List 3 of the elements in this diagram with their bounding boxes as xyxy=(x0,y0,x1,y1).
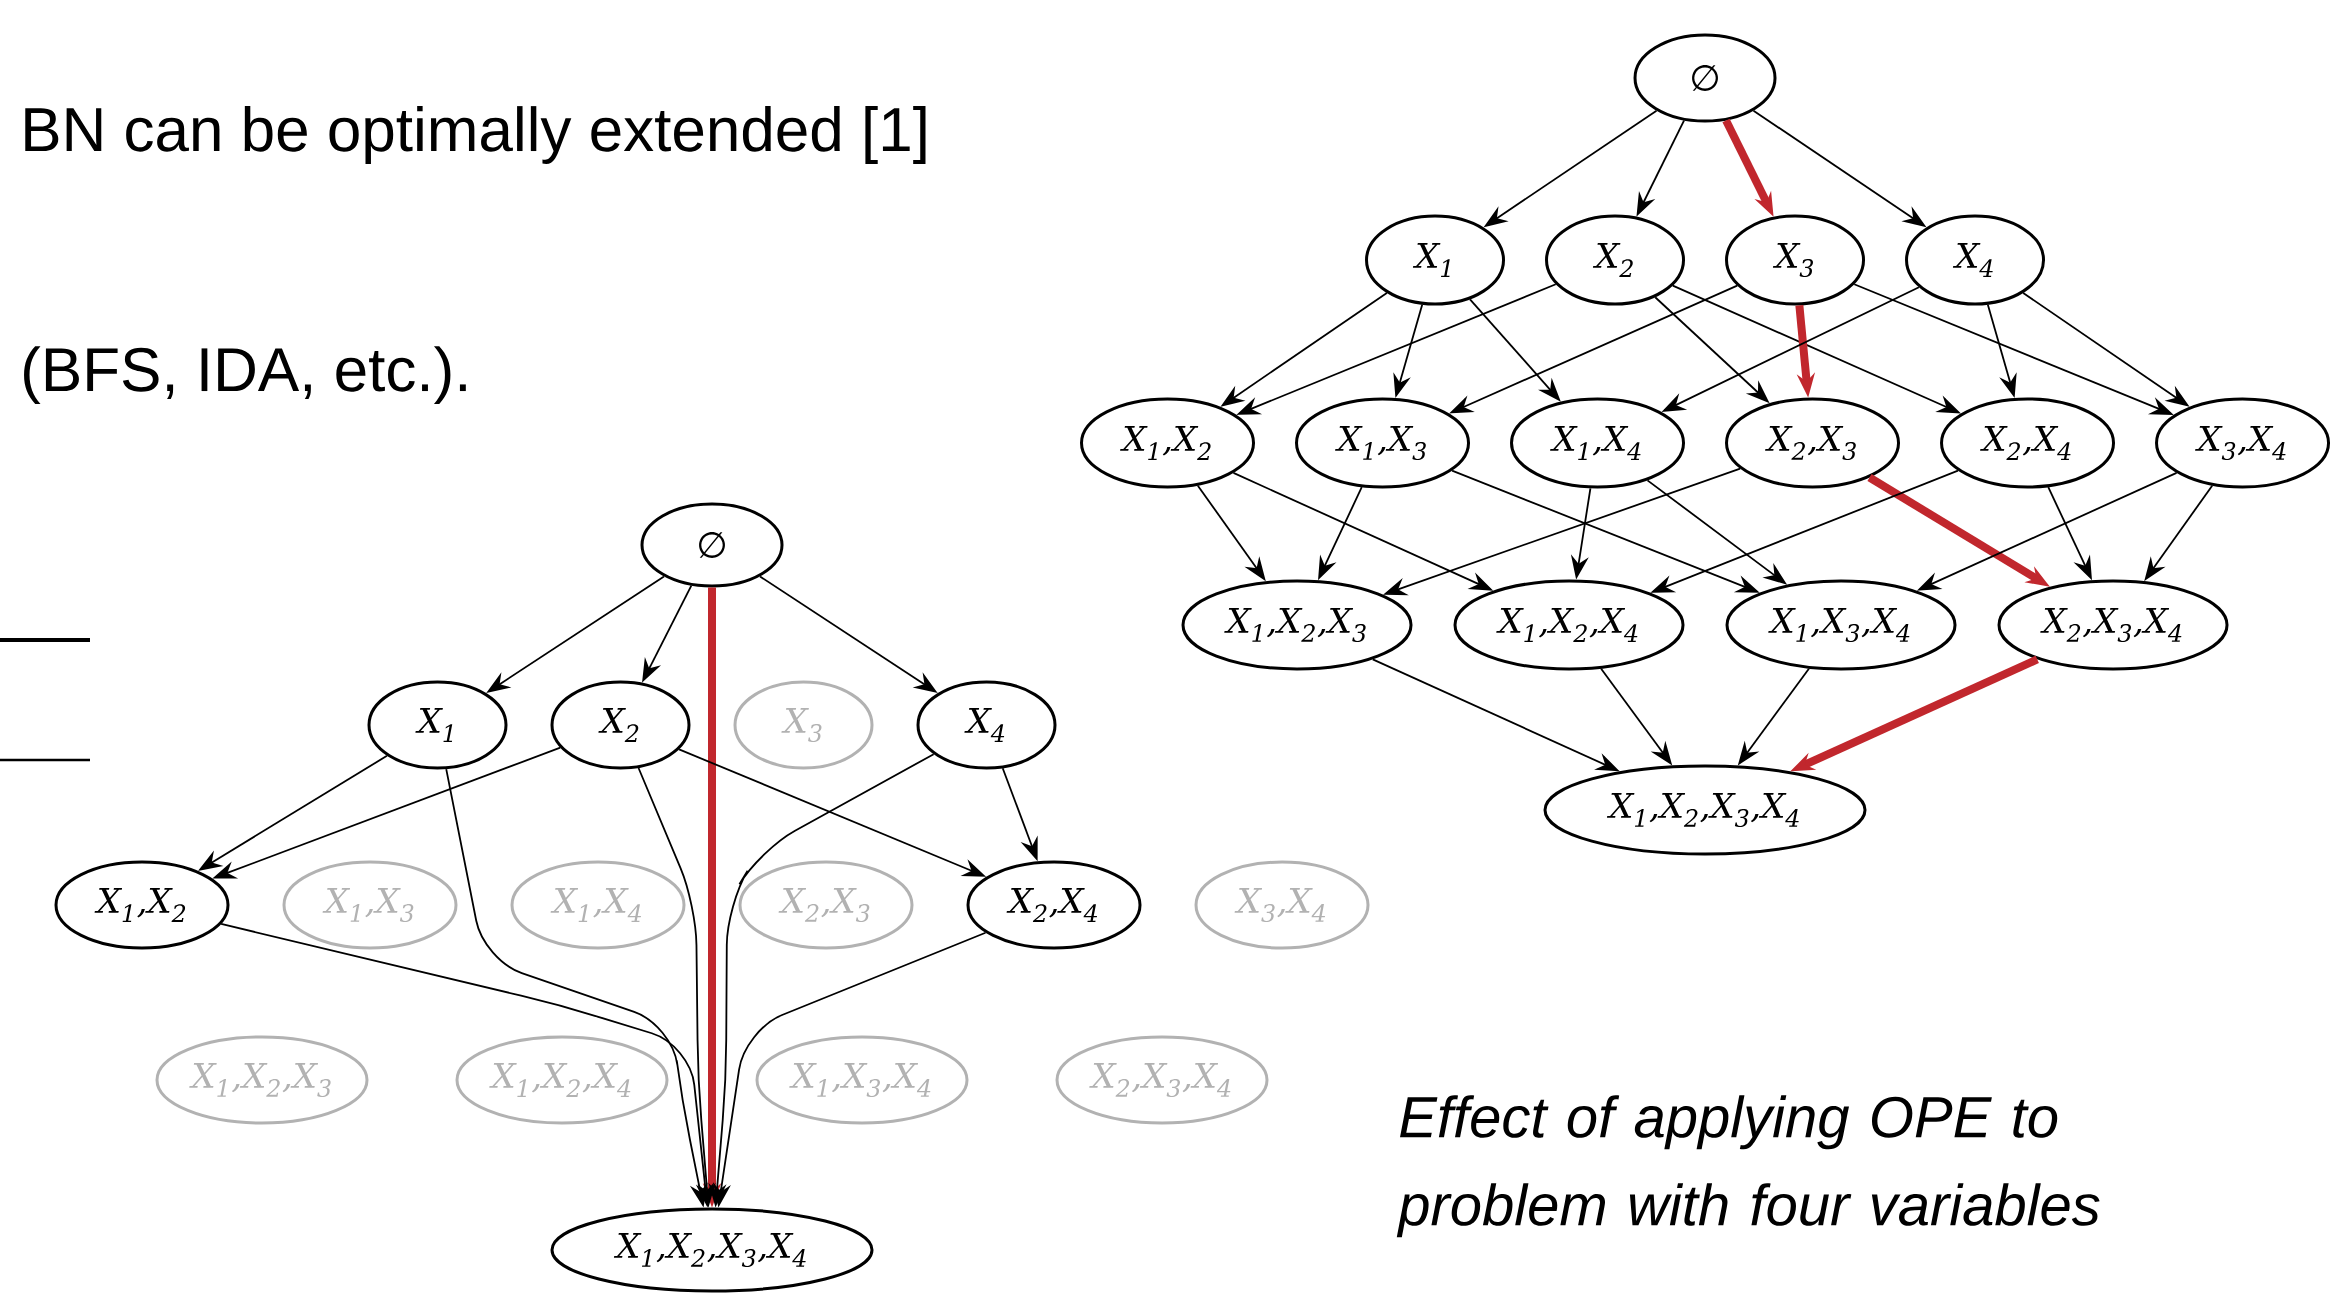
slide-text: BN can be optimally extended [1] xyxy=(25,106,926,164)
slide-text: (BFS, IDA, etc.). xyxy=(24,346,466,404)
caption: Effect of applying OPE to problem with four variables xyxy=(1396,1095,2100,1238)
